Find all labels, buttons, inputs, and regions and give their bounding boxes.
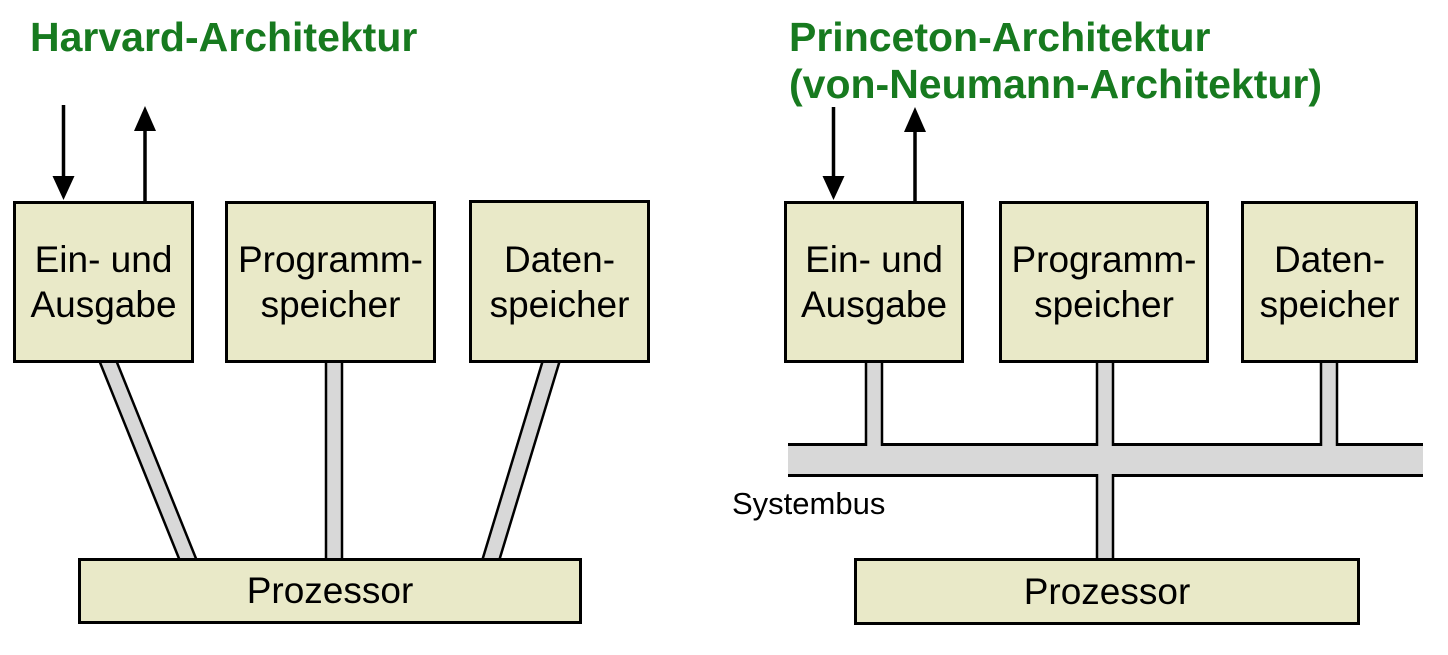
harvard-program-label-line1: Programm- [237, 239, 424, 280]
harvard-data-label-line1: Daten- [503, 238, 616, 280]
system-bus [788, 443, 1423, 477]
output-arrow-icon [134, 106, 156, 201]
princeton-io-label-line2: Ausgabe [800, 284, 948, 325]
princeton-program-memory-box: Programm- speicher [999, 201, 1209, 363]
princeton-io-label-line1: Ein- und [805, 239, 943, 280]
harvard-program-memory-box: Programm- speicher [225, 201, 436, 363]
harvard-program-label-line2: speicher [260, 284, 401, 325]
princeton-bus-processor-connector [1095, 471, 1115, 561]
harvard-data-memory-box: Daten- speicher [469, 200, 650, 363]
princeton-data-memory-box: Daten- speicher [1241, 201, 1418, 363]
princeton-program-label-line2: speicher [1034, 284, 1174, 325]
system-bus-label: Systembus [732, 486, 886, 521]
princeton-data-label-line1: Daten- [1273, 239, 1386, 280]
princeton-title-line1: Princeton-Architektur [789, 14, 1211, 60]
princeton-title: Princeton-Architektur (von-Neumann-Archi… [789, 14, 1322, 108]
harvard-io-label-line2: Ausgabe [30, 284, 177, 325]
harvard-data-label-line2: speicher [489, 283, 630, 325]
harvard-io-processor-connector [97, 359, 199, 562]
input-arrow-icon [822, 107, 845, 200]
princeton-data-label-line2: speicher [1259, 284, 1400, 325]
harvard-processor-label: Prozessor [246, 570, 414, 611]
princeton-processor-label: Prozessor [1023, 570, 1191, 612]
princeton-program-bus-connector [1095, 360, 1115, 449]
harvard-io-box: Ein- und Ausgabe [13, 201, 194, 363]
princeton-program-label-line1: Programm- [1011, 239, 1197, 280]
princeton-title-line2: (von-Neumann-Architektur) [789, 61, 1323, 107]
princeton-processor-box: Prozessor [854, 558, 1360, 625]
input-arrow-icon [52, 105, 75, 200]
harvard-io-label-line1: Ein- und [34, 239, 173, 280]
output-arrow-icon [904, 107, 926, 201]
harvard-data-processor-connector [480, 359, 562, 562]
harvard-processor-box: Prozessor [78, 558, 582, 624]
princeton-io-bus-connector [864, 360, 884, 449]
harvard-program-processor-connector [324, 360, 344, 561]
princeton-data-bus-connector [1319, 360, 1339, 449]
princeton-io-box: Ein- und Ausgabe [784, 201, 964, 363]
harvard-title: Harvard-Architektur [30, 14, 418, 60]
